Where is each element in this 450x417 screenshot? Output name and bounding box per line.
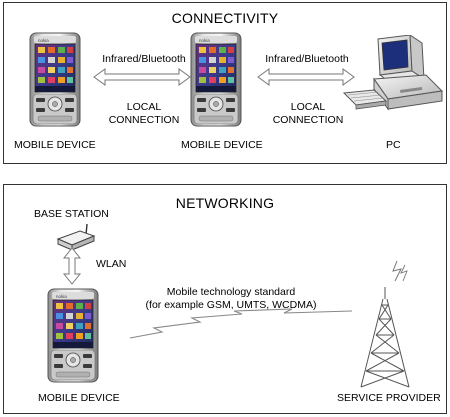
mobile-device-label: MOBILE DEVICE: [14, 139, 96, 151]
link1-type-line2: CONNECTION: [108, 114, 180, 126]
mobile-device-label: MOBILE DEVICE: [38, 392, 120, 404]
base-station-icon: [56, 223, 96, 251]
service-provider-label: SERVICE PROVIDER: [337, 392, 441, 404]
radio-link-icon: [129, 308, 353, 339]
standard-line1: Mobile technology standard: [166, 286, 296, 298]
double-arrow-icon: [93, 68, 191, 86]
vertical-double-arrow-icon: [62, 247, 82, 285]
double-arrow-icon: [257, 68, 355, 86]
pc-icon: [342, 35, 444, 111]
pc-label: PC: [386, 139, 401, 151]
connectivity-title: CONNECTIVITY: [171, 10, 279, 26]
connectivity-panel: CONNECTIVITY MOBILE DEVICE MOBILE DEVICE…: [3, 2, 447, 164]
mobile-device-icon: [29, 32, 81, 127]
mobile-device-label: MOBILE DEVICE: [181, 139, 263, 151]
networking-title: NETWORKING: [175, 195, 275, 211]
networking-panel: NETWORKING BASE STATION WLAN MOBILE DEVI…: [3, 184, 447, 414]
link2-type-line1: LOCAL: [290, 101, 326, 113]
link1-type-line1: LOCAL: [126, 101, 162, 113]
link2-protocol-label: Infrared/Bluetooth: [265, 53, 349, 65]
base-station-label: BASE STATION: [34, 208, 109, 220]
standard-line2: (for example GSM, UMTS, WCDMA): [145, 299, 317, 311]
wlan-label: WLAN: [96, 258, 127, 270]
mobile-device-icon: [47, 288, 99, 383]
link2-type-line2: CONNECTION: [272, 114, 344, 126]
antenna-tower-icon: [360, 260, 410, 388]
link1-protocol-label: Infrared/Bluetooth: [102, 53, 186, 65]
mobile-device-icon: [190, 32, 242, 127]
